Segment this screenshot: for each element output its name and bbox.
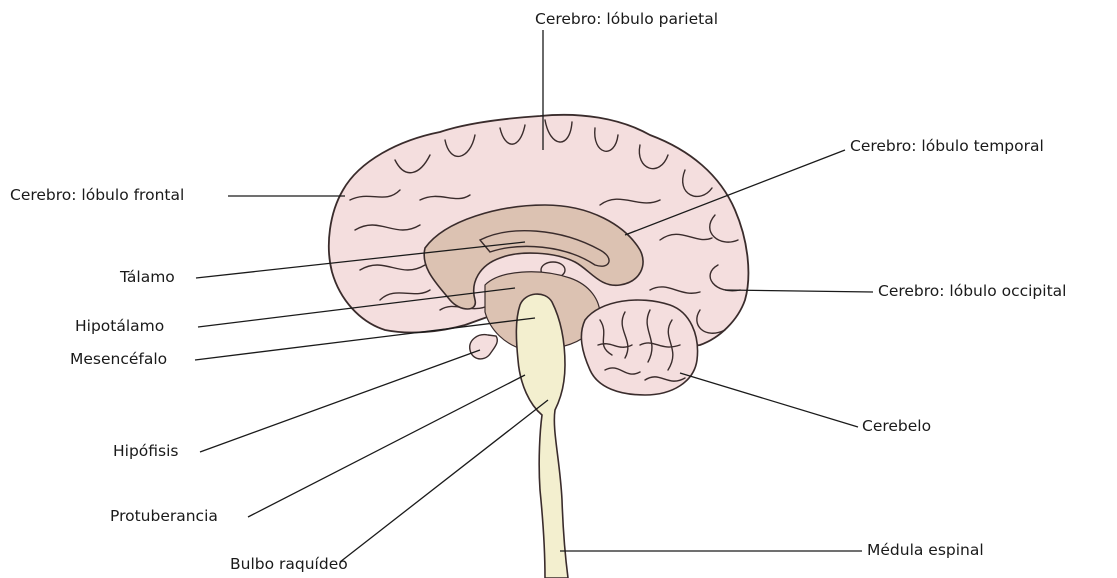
label-parietal-lobe: Cerebro: lóbulo parietal	[535, 10, 718, 28]
label-cerebellum: Cerebelo	[862, 417, 931, 435]
label-hypothalamus: Hipotálamo	[75, 317, 164, 335]
leader-protub	[248, 375, 525, 517]
label-pons: Protuberancia	[110, 507, 218, 525]
label-pituitary: Hipófisis	[113, 442, 179, 460]
label-spinal-cord: Médula espinal	[867, 541, 984, 559]
leader-cerebelo	[680, 373, 858, 427]
brainstem-shape	[516, 294, 568, 578]
label-medulla: Bulbo raquídeo	[230, 555, 348, 573]
pituitary-shape	[470, 335, 498, 359]
label-temporal-lobe: Cerebro: lóbulo temporal	[850, 137, 1044, 155]
label-midbrain: Mesencéfalo	[70, 350, 167, 368]
label-frontal-lobe: Cerebro: lóbulo frontal	[10, 186, 184, 204]
label-thalamus: Tálamo	[120, 268, 175, 286]
label-occipital-lobe: Cerebro: lóbulo occipital	[878, 282, 1066, 300]
cerebellum-shape	[581, 300, 697, 395]
leader-bulbo	[340, 400, 548, 562]
leader-hipofisis	[200, 350, 480, 452]
